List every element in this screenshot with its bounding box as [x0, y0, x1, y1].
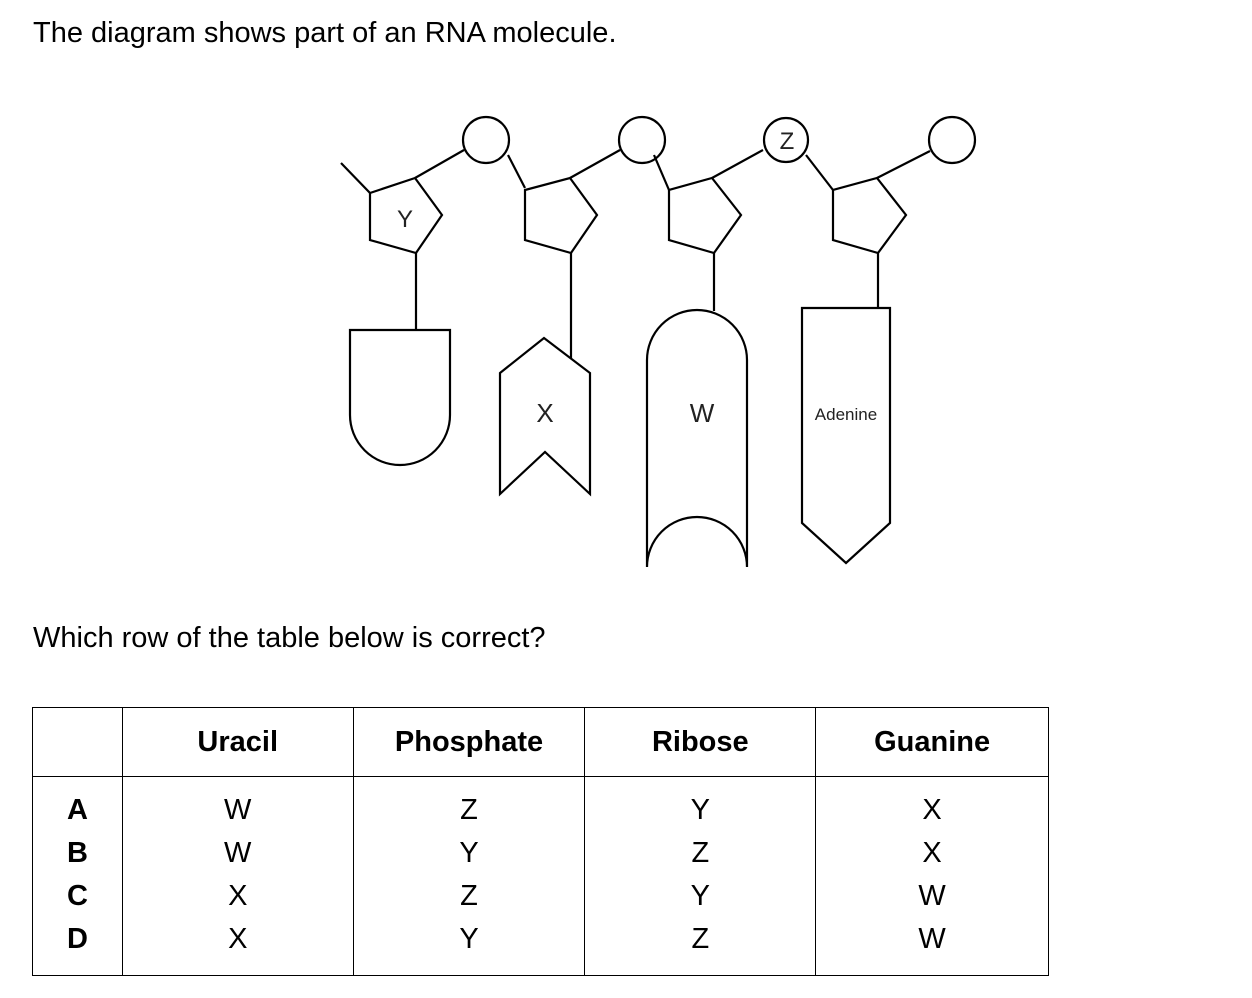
- label-y: Y: [397, 206, 413, 233]
- backbone-link: [507, 154, 526, 189]
- cell-b-ribose: Z: [691, 837, 710, 869]
- cell-c-guanine: W: [918, 880, 946, 912]
- cell-a-ribose: Y: [690, 794, 710, 826]
- cell-b-guanine: X: [922, 837, 942, 869]
- answer-table: Uracil Phosphate Ribose Guanine A B C D …: [32, 707, 1049, 976]
- ribose-pentagon: [523, 176, 599, 255]
- cell-a-guanine: X: [922, 794, 942, 826]
- header-phosphate: Phosphate: [352, 707, 586, 777]
- phosphate-circle: [461, 115, 511, 165]
- cell-d-guanine: W: [918, 923, 946, 955]
- label-adenine: Adenine: [815, 405, 877, 424]
- label-x: X: [536, 398, 553, 428]
- header-uracil: Uracil: [121, 707, 354, 777]
- phosphate-column: Z Y Z Y: [352, 776, 586, 976]
- phosphate-circle-z: [762, 116, 810, 164]
- header-blank: [32, 707, 123, 777]
- option-label-c: C: [66, 880, 88, 912]
- header-guanine: Guanine: [815, 707, 1049, 777]
- cell-c-ribose: Y: [690, 880, 710, 912]
- backbone-link: [569, 149, 621, 179]
- cell-d-uracil: X: [228, 923, 248, 955]
- cell-b-phosphate: Y: [459, 837, 479, 869]
- cell-d-ribose: Z: [691, 923, 710, 955]
- option-label-a: A: [66, 794, 88, 826]
- cell-a-uracil: W: [224, 794, 252, 826]
- cell-a-phosphate: Z: [460, 794, 478, 826]
- question-prompt: Which row of the table below is correct?: [33, 622, 546, 654]
- cell-c-phosphate: Z: [460, 880, 478, 912]
- label-z: Z: [780, 128, 795, 155]
- label-w: W: [690, 398, 715, 428]
- backbone-link: [876, 150, 931, 179]
- question-intro: The diagram shows part of an RNA molecul…: [33, 17, 617, 49]
- backbone-link: [414, 149, 465, 179]
- ribose-pentagon-y: [368, 176, 444, 255]
- guanine-column: X X W W: [815, 776, 1049, 976]
- backbone-link: [805, 154, 834, 191]
- option-column: A B C D: [32, 776, 123, 976]
- rna-diagram: Y Z X W Adenine: [340, 115, 977, 568]
- cell-b-uracil: W: [224, 837, 252, 869]
- base-x-shape: [498, 336, 592, 497]
- uracil-column: W W X X: [121, 776, 354, 976]
- phosphate-circle: [927, 115, 977, 165]
- cell-c-uracil: X: [228, 880, 248, 912]
- base-u-shape: [348, 328, 452, 467]
- table-body-row: A B C D W W X X Z Y Z Y Y Z Y Z: [32, 776, 1049, 976]
- option-label-b: B: [66, 837, 88, 869]
- phosphate-circle: [617, 115, 667, 165]
- cell-d-phosphate: Y: [459, 923, 479, 955]
- ribose-pentagon: [667, 176, 743, 255]
- base-adenine-shape: [800, 306, 892, 565]
- table-header-row: Uracil Phosphate Ribose Guanine: [32, 707, 1049, 777]
- header-ribose: Ribose: [584, 707, 817, 777]
- backbone-tail: [340, 162, 371, 194]
- backbone-link: [711, 149, 764, 179]
- backbone-link: [652, 154, 671, 191]
- ribose-column: Y Z Y Z: [584, 776, 817, 976]
- option-label-d: D: [66, 923, 88, 955]
- ribose-pentagon: [831, 176, 908, 255]
- base-w-shape: [645, 308, 749, 568]
